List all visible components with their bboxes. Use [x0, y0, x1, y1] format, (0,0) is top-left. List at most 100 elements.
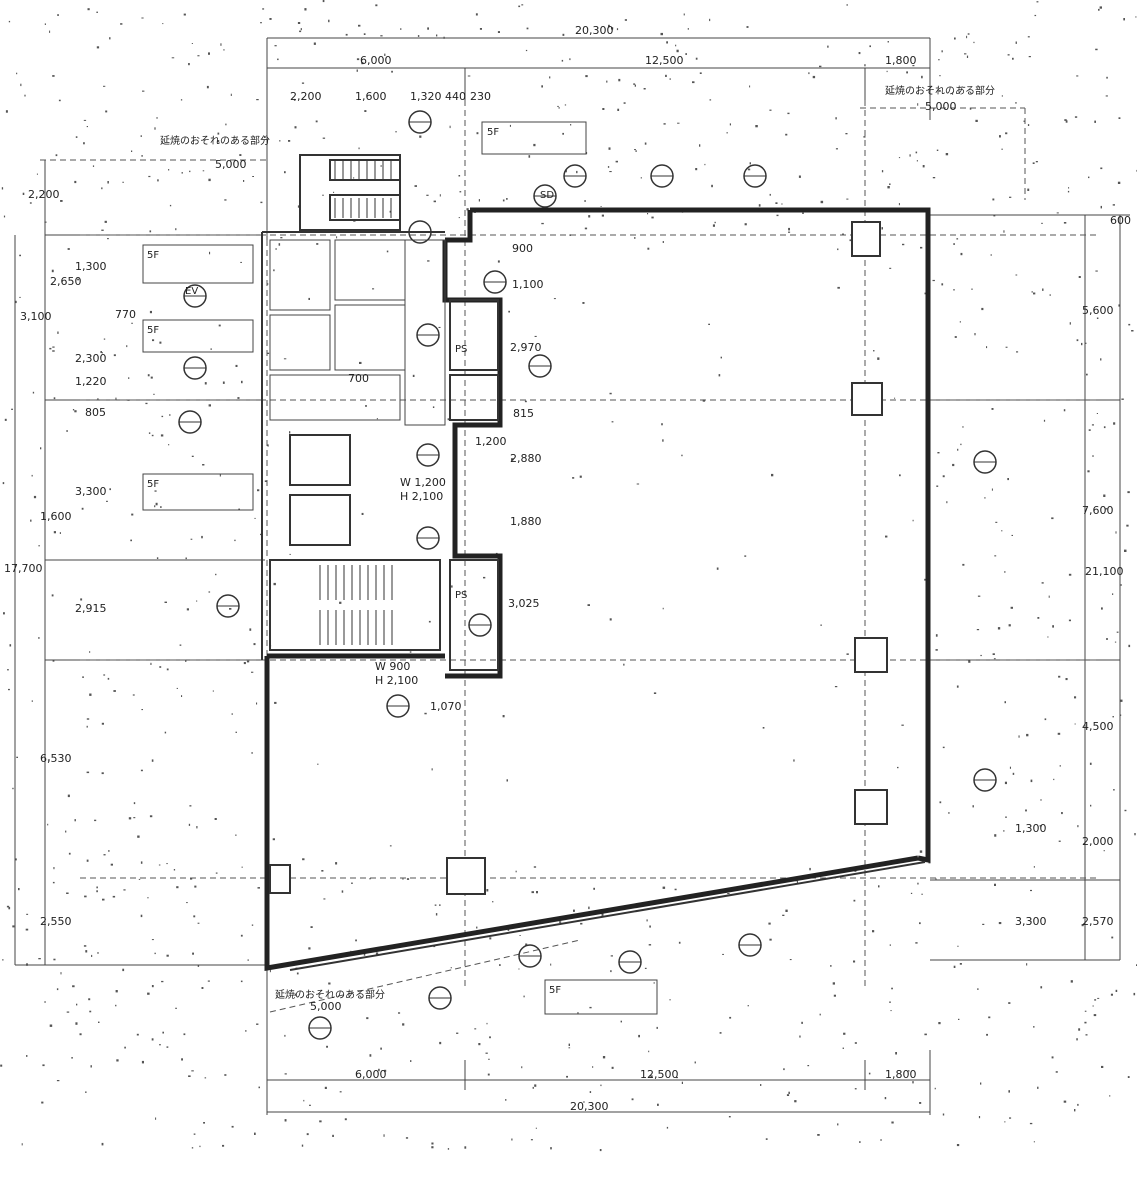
noise-speck [891, 1121, 894, 1124]
noise-speck [52, 660, 55, 662]
noise-speck [166, 1046, 169, 1048]
noise-speck [110, 863, 113, 866]
noise-speck [669, 999, 671, 1001]
noise-speck [154, 952, 156, 955]
noise-speck [611, 421, 614, 423]
noise-speck [898, 157, 901, 159]
noise-speck [277, 58, 279, 61]
noise-speck [906, 71, 908, 74]
noise-speck [147, 374, 150, 377]
noise-speck [953, 965, 956, 968]
noise-speck [895, 1052, 897, 1055]
noise-speck [431, 1146, 434, 1149]
noise-speck [149, 230, 152, 233]
noise-speck [102, 898, 105, 901]
noise-speck [915, 151, 918, 154]
inner-dim-3: 2,880 [510, 452, 542, 465]
noise-speck [328, 982, 331, 985]
noise-speck [201, 987, 204, 989]
noise-speck [41, 1101, 44, 1104]
noise-speck [310, 926, 313, 928]
noise-speck [783, 1068, 785, 1071]
noise-speck [284, 1119, 287, 1122]
right-dim-6: 2,570 [1082, 915, 1114, 928]
noise-speck [889, 944, 891, 946]
noise-speck [128, 377, 130, 379]
noise-speck [958, 1018, 960, 1020]
noise-speck [44, 23, 46, 25]
noise-speck [51, 594, 54, 597]
noise-speck [52, 75, 55, 77]
noise-speck [549, 76, 551, 79]
inner-dim-8: 1,070 [430, 700, 462, 713]
noise-speck [1027, 36, 1030, 38]
noise-speck [924, 292, 927, 295]
right-dim-3: 7,600 [1082, 504, 1114, 517]
noise-speck [141, 17, 144, 19]
noise-speck [502, 715, 505, 718]
noise-speck [846, 653, 849, 655]
noise-speck [782, 914, 785, 916]
noise-speck [175, 228, 177, 231]
noise-speck [156, 117, 158, 119]
noise-speck [456, 1032, 459, 1034]
noise-speck [711, 184, 713, 188]
noise-speck [267, 444, 269, 447]
noise-speck [992, 653, 995, 655]
noise-speck [1133, 992, 1136, 996]
noise-speck [1003, 230, 1005, 233]
noise-speck [749, 85, 751, 88]
noise-speck [96, 46, 100, 49]
noise-speck [1012, 57, 1014, 60]
noise-speck [1100, 205, 1102, 209]
noise-speck [1109, 1095, 1111, 1097]
noise-speck [297, 205, 300, 208]
noise-speck [1120, 699, 1123, 702]
noise-speck [322, 194, 324, 196]
noise-speck [533, 143, 536, 147]
noise-speck [402, 1023, 405, 1026]
noise-speck [1003, 830, 1005, 832]
noise-speck [333, 191, 335, 193]
noise-speck [558, 107, 560, 109]
noise-speck [84, 895, 87, 898]
pipe-shaft-label: PS [455, 590, 467, 601]
noise-speck [600, 206, 602, 207]
noise-speck [808, 72, 810, 75]
noise-speck [96, 890, 98, 893]
noise-speck [303, 1099, 305, 1102]
noise-speck [51, 269, 54, 273]
noise-speck [168, 444, 170, 446]
noise-speck [521, 4, 524, 6]
noise-speck [1037, 617, 1040, 619]
noise-speck [65, 830, 67, 833]
noise-speck [917, 882, 919, 885]
noise-speck [935, 649, 938, 651]
noise-speck [488, 1058, 490, 1060]
noise-speck [32, 391, 35, 394]
noise-speck [240, 934, 243, 937]
noise-speck [176, 886, 179, 889]
noise-speck [424, 712, 427, 715]
noise-speck [1098, 8, 1100, 11]
noise-speck [339, 601, 342, 604]
noise-speck [308, 297, 310, 300]
noise-speck [887, 41, 889, 43]
noise-speck [662, 607, 664, 610]
noise-speck [384, 1069, 387, 1072]
noise-speck [278, 991, 280, 993]
noise-speck [267, 352, 270, 354]
noise-speck [973, 41, 975, 44]
noise-speck [568, 1043, 570, 1046]
noise-speck [4, 418, 7, 421]
left-dim-1: 2,200 [28, 188, 60, 201]
noise-speck [1081, 924, 1084, 927]
noise-speck [937, 452, 940, 454]
noise-speck [18, 888, 20, 891]
noise-speck [1065, 120, 1068, 123]
noise-speck [709, 99, 712, 101]
noise-speck [1110, 993, 1113, 996]
noise-speck [634, 237, 636, 239]
noise-speck [369, 878, 371, 880]
noise-speck [438, 326, 441, 328]
